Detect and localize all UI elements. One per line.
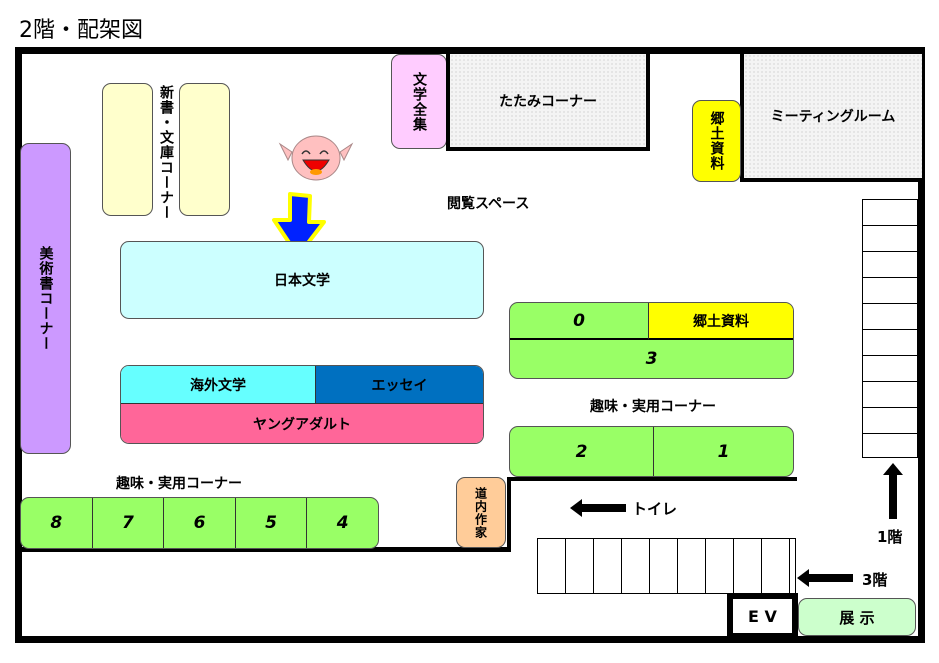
shinsho-label: 新書・文庫コーナー: [158, 85, 174, 220]
reading-space-label: 閲覧スペース: [447, 196, 530, 212]
shelf-shinsho-right[interactable]: [179, 83, 230, 216]
shelf-4[interactable]: 4: [336, 513, 349, 533]
mascot-icon: [278, 135, 354, 181]
shelf-3[interactable]: 3: [645, 349, 658, 369]
stairs-bottom: [537, 538, 796, 594]
floor-1-label: 1階: [877, 528, 903, 546]
inner-wall: [507, 477, 511, 552]
area-bijutsu[interactable]: 美術書コーナー: [20, 143, 71, 454]
arrow-down-icon: [272, 192, 326, 258]
area-tenji[interactable]: 展 示: [798, 598, 916, 636]
shelf-kyodo[interactable]: 郷土資料: [649, 303, 793, 340]
shelf-shinsho-left[interactable]: [102, 83, 153, 216]
page-title: 2階・配架図: [19, 18, 143, 43]
area-bungaku-zenshu[interactable]: 文学全集: [391, 54, 447, 149]
shelf-group-0-3: 0 郷土資料 3: [509, 302, 794, 379]
shelf-young-adult[interactable]: ヤングアダルト: [121, 404, 483, 443]
shelf-nihon-bungaku[interactable]: 日本文学: [120, 241, 484, 319]
elevator[interactable]: E V: [727, 593, 798, 639]
shelf-group-8-4: 8 7 6 5 4: [20, 497, 379, 549]
shelf-5[interactable]: 5: [236, 498, 308, 548]
shelf-essay[interactable]: エッセイ: [316, 366, 483, 404]
floor-3-label: 3階: [862, 571, 888, 589]
arrow-up-icon: [883, 463, 903, 519]
arrow-left-icon: [570, 499, 626, 517]
shelf-1[interactable]: 1: [717, 441, 730, 462]
shelf-6[interactable]: 6: [164, 498, 236, 548]
inner-wall: [507, 477, 797, 481]
area-tatami[interactable]: たたみコーナー: [446, 50, 650, 151]
area-donai-sakka[interactable]: 道内作家: [456, 477, 506, 548]
area-kyodo-vertical[interactable]: 郷土資料: [692, 100, 741, 182]
shelf-group-2-1: 2 1: [509, 426, 794, 477]
hobby-label-right: 趣味・実用コーナー: [590, 399, 716, 415]
hobby-label-left: 趣味・実用コーナー: [116, 476, 242, 492]
shelf-0[interactable]: 0: [510, 303, 649, 340]
inner-wall: [15, 547, 511, 552]
toilet-label: トイレ: [632, 500, 678, 518]
arrow-left-icon: [797, 569, 853, 587]
shelf-2[interactable]: 2: [510, 427, 654, 476]
stairs-right: [862, 199, 918, 458]
area-meeting-room[interactable]: ミーティングルーム: [740, 50, 922, 182]
shelf-group-kaigai: 海外文学 エッセイ ヤングアダルト: [120, 365, 484, 444]
shelf-8[interactable]: 8: [21, 498, 93, 548]
shelf-7[interactable]: 7: [93, 498, 165, 548]
shelf-kaigai[interactable]: 海外文学: [121, 366, 316, 404]
